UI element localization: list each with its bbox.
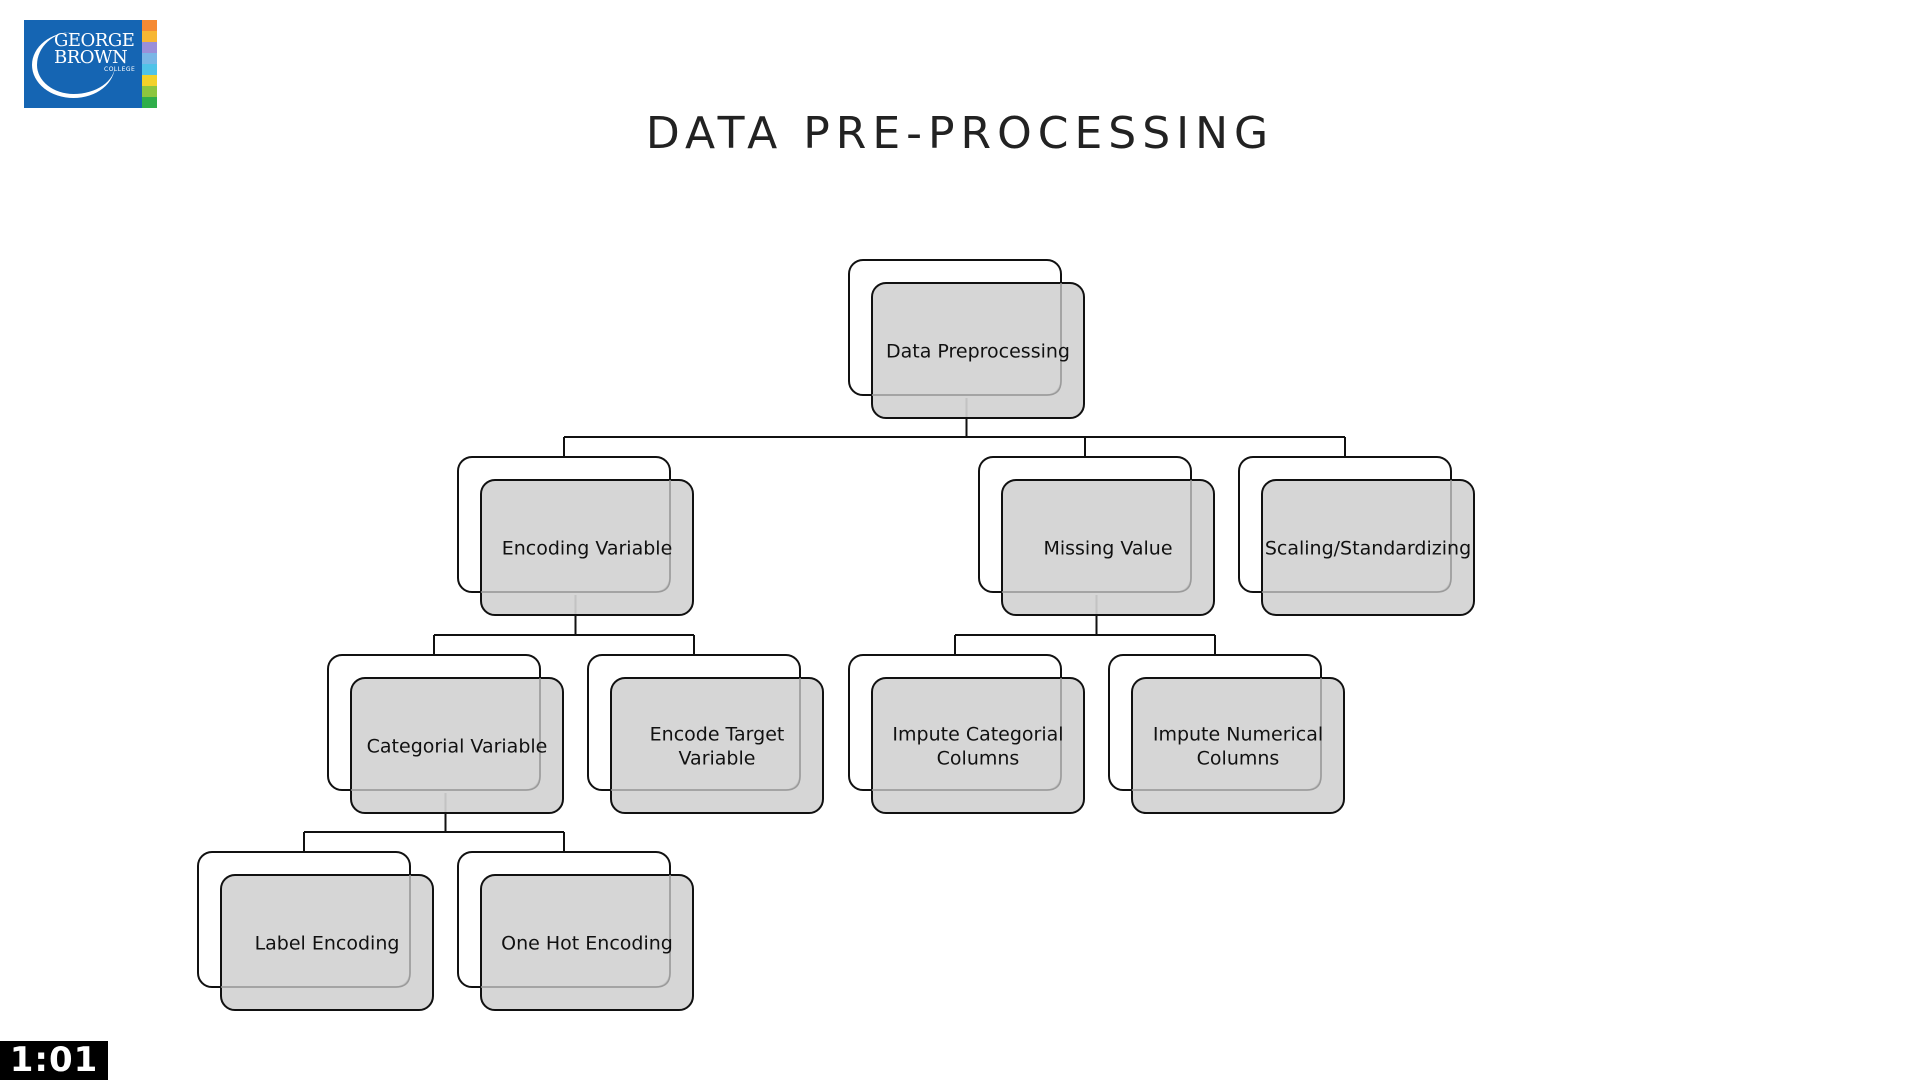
page-title: DATA PRE-PROCESSING bbox=[645, 108, 1275, 159]
node-label: Impute Categorial bbox=[892, 724, 1063, 746]
logo-stripe bbox=[142, 20, 157, 31]
node-label: Variable bbox=[679, 748, 756, 770]
logo-stripe bbox=[142, 97, 157, 108]
node-label: Label Encoding bbox=[255, 933, 400, 955]
logo-stripe bbox=[142, 53, 157, 64]
diagram-node-missing: Missing Value bbox=[978, 456, 1215, 616]
node-label: Impute Numerical bbox=[1153, 724, 1323, 746]
node-label: Encode Target bbox=[650, 724, 785, 746]
node-label: Columns bbox=[937, 748, 1020, 770]
node-back-outline bbox=[1262, 480, 1452, 593]
logo-line-3: COLLEGE bbox=[104, 66, 136, 73]
node-back-outline bbox=[872, 678, 1062, 791]
node-label: Encoding Variable bbox=[502, 538, 673, 560]
logo-stripe bbox=[142, 42, 157, 53]
node-front-box bbox=[1001, 479, 1215, 616]
node-label: Categorial Variable bbox=[367, 736, 548, 758]
logo-stripe bbox=[142, 64, 157, 75]
logo-stripe bbox=[142, 31, 157, 42]
node-label: Columns bbox=[1197, 748, 1280, 770]
diagram-node-one-hot: One Hot Encoding bbox=[457, 851, 694, 1011]
node-back-outline bbox=[1132, 678, 1322, 791]
video-timer: 1:01 bbox=[0, 1041, 108, 1080]
diagram-node-categorial: Categorial Variable bbox=[327, 654, 564, 814]
node-front-box bbox=[1261, 479, 1475, 616]
logo-stripe bbox=[142, 75, 157, 86]
node-front-box bbox=[480, 479, 694, 616]
logo-stripe bbox=[142, 86, 157, 97]
node-label: Scaling/Standardizing bbox=[1265, 538, 1471, 560]
node-front-box bbox=[220, 874, 434, 1011]
logo-text: GEORGE BROWN COLLEGE bbox=[54, 32, 135, 74]
logo-line-1: GEORGE bbox=[54, 30, 135, 51]
diagram-node-root: Data Preprocessing bbox=[848, 259, 1085, 419]
node-front-box bbox=[871, 282, 1085, 419]
node-front-box bbox=[1131, 677, 1345, 814]
node-back-outline bbox=[221, 875, 411, 988]
node-label: Data Preprocessing bbox=[886, 341, 1070, 363]
george-brown-college-logo: GEORGE BROWN COLLEGE bbox=[24, 20, 157, 108]
node-front-box bbox=[610, 677, 824, 814]
node-front-box bbox=[350, 677, 564, 814]
node-back-outline bbox=[1002, 480, 1192, 593]
node-back-outline bbox=[481, 875, 671, 988]
logo-swoosh-icon bbox=[32, 32, 115, 98]
node-label: One Hot Encoding bbox=[501, 933, 673, 955]
node-back-outline bbox=[872, 283, 1062, 396]
diagram-node-scaling: Scaling/Standardizing bbox=[1238, 456, 1475, 616]
logo-line-2: BROWN bbox=[54, 47, 128, 68]
diagram-node-encoding: Encoding Variable bbox=[457, 456, 694, 616]
node-front-box bbox=[871, 677, 1085, 814]
node-back-outline bbox=[611, 678, 801, 791]
node-label: Missing Value bbox=[1043, 538, 1172, 560]
node-back-outline bbox=[481, 480, 671, 593]
node-front-box bbox=[480, 874, 694, 1011]
node-back-outline bbox=[351, 678, 541, 791]
diagram-node-label-encoding: Label Encoding bbox=[197, 851, 434, 1011]
